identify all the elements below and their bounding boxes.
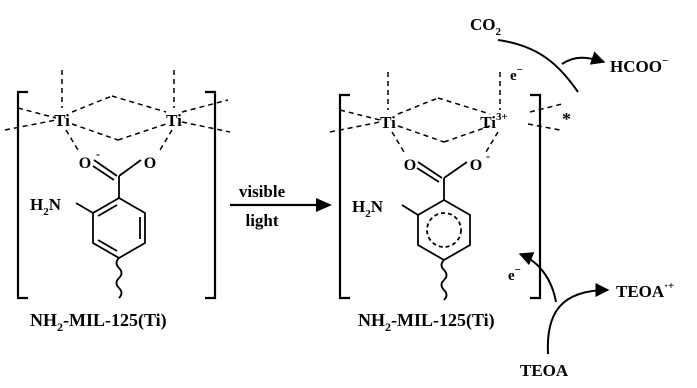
left-structure: Ti Ti O - O H2N NH2-MIL-125(Ti) <box>4 70 231 334</box>
excited-state-mark: * <box>562 109 571 129</box>
co2-label: CO2 <box>470 15 502 38</box>
right-structure: Ti Ti3+ * O O - H2N NH2-MIL-125(Ti) <box>329 72 571 334</box>
teoa-oxidation: e− TEOA·+ TEOA <box>508 252 674 380</box>
arrow-label-light: light <box>245 211 278 230</box>
right-benzene-ring <box>401 198 471 301</box>
right-bracket-open <box>338 93 350 300</box>
right-label: NH2-MIL-125(Ti) <box>358 310 495 334</box>
right-dashed-bonds <box>329 72 563 153</box>
left-ti-left: Ti <box>54 111 70 130</box>
reduction-electron: e− <box>510 64 523 84</box>
oxidation-electron-arrow <box>518 252 557 303</box>
right-bracket-close <box>530 93 542 300</box>
left-o-left: O <box>79 155 91 172</box>
left-benzene-ring <box>75 196 146 299</box>
left-bracket-open <box>16 90 28 300</box>
right-amine: H2N <box>352 197 384 220</box>
left-o-charge: - <box>96 147 100 161</box>
teoa-radical-label: TEOA·+ <box>616 280 674 301</box>
left-amine: H2N <box>30 195 62 218</box>
right-o-charge: - <box>486 149 490 163</box>
left-carboxylate-bonds <box>92 159 142 198</box>
left-label: NH2-MIL-125(Ti) <box>30 310 167 334</box>
right-ti-right: Ti3+ <box>480 111 508 132</box>
teoa-label: TEOA <box>520 361 569 380</box>
left-o-right: O <box>144 155 156 172</box>
reduction-product-arrow <box>561 51 606 65</box>
right-o-right: O <box>470 157 482 174</box>
reduction-arrow <box>497 39 579 93</box>
left-ti-right: Ti <box>166 111 182 130</box>
left-bracket-close <box>205 90 217 300</box>
light-arrow: visible light <box>230 182 332 230</box>
arrow-label-visible: visible <box>239 182 286 201</box>
oxidation-electron: e− <box>508 264 521 284</box>
right-ti-charge: 3+ <box>496 111 508 123</box>
left-dashed-bonds <box>4 70 231 151</box>
right-ti-left: Ti <box>380 113 396 132</box>
right-carboxylate-bonds <box>416 161 468 200</box>
right-o-left: O <box>404 157 416 174</box>
oxidation-arrow <box>546 283 610 355</box>
hcoo-label: HCOO− <box>610 55 668 76</box>
co2-reduction: CO2 e− HCOO− <box>470 15 668 93</box>
